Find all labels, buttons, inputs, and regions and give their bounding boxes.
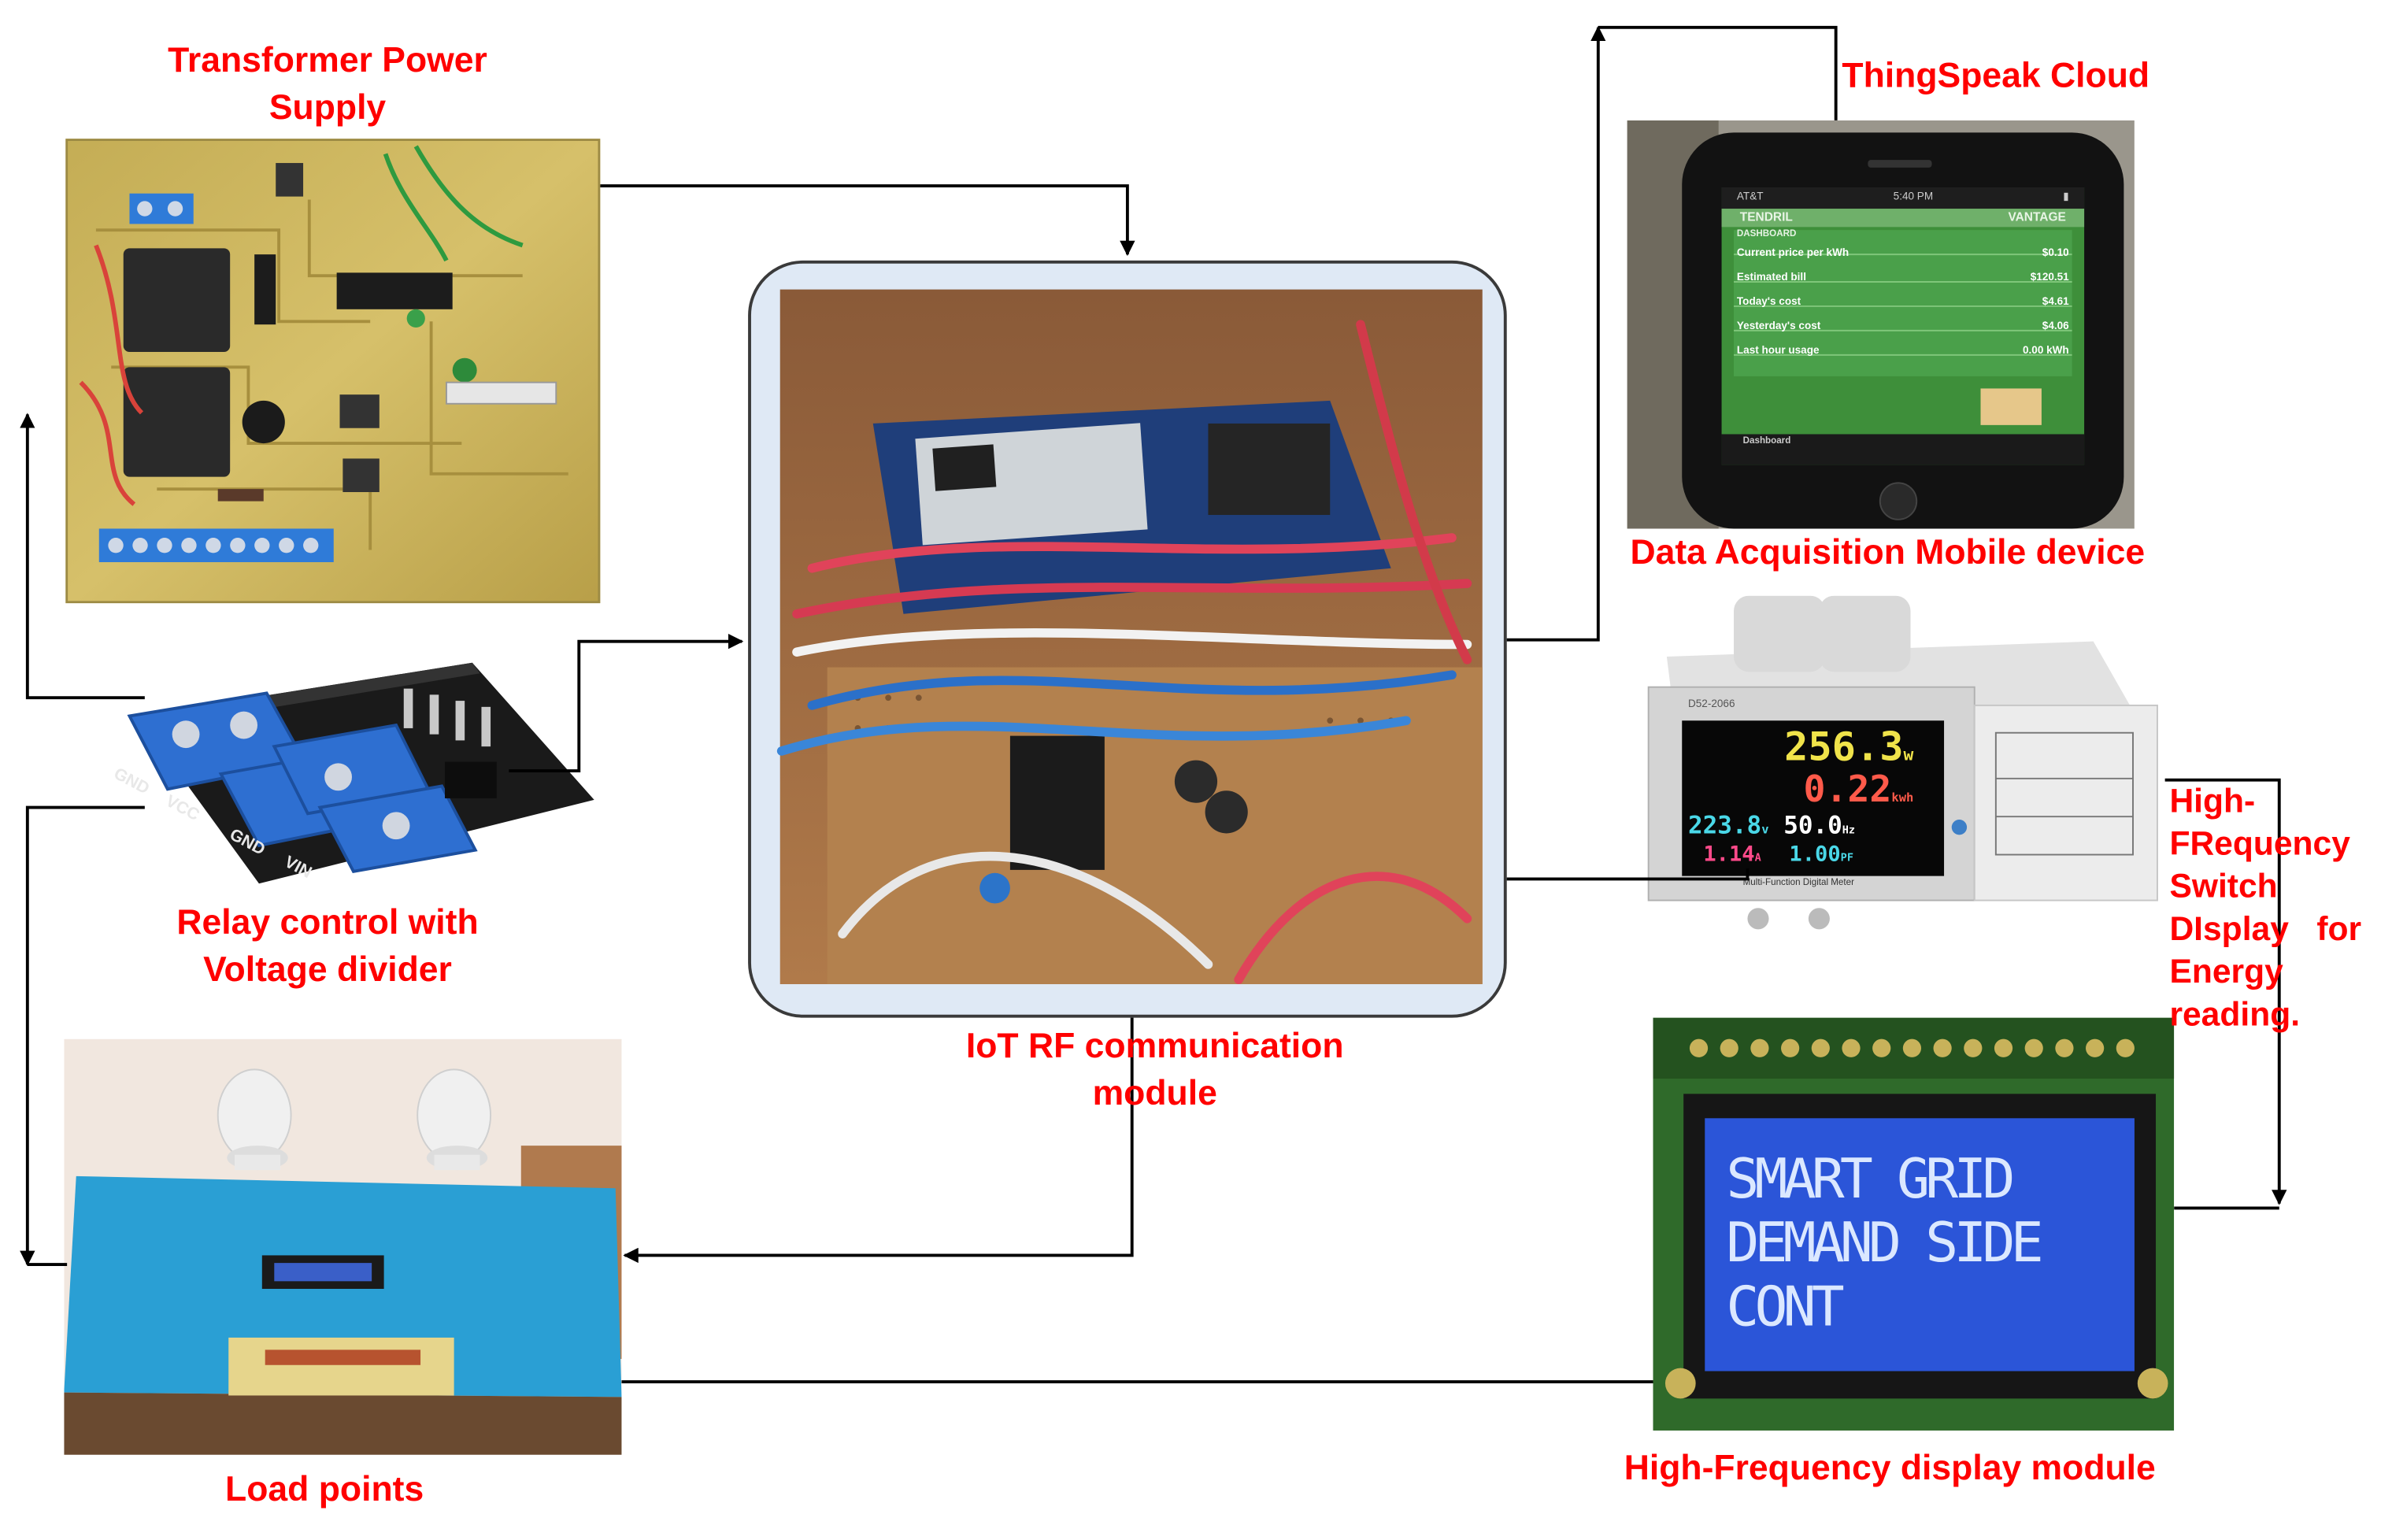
mobile-label: Data Acquisition Mobile device — [1630, 531, 2146, 572]
app-header: TENDRIL VANTAGE — [1727, 209, 2078, 227]
relay-label: Relay control with Voltage divider — [91, 899, 564, 994]
transformer-label: Transformer Power Supply — [91, 36, 564, 131]
high-frequency-display-photo: SMART GRID DEMAND SIDE CONT — [1653, 1017, 2175, 1431]
dashboard-row-value: 0.00 kWh — [2022, 346, 2069, 357]
load-points-photo — [64, 1038, 622, 1455]
hf-switch-line: Energy — [2169, 952, 2283, 990]
hf-switch-line: High- — [2169, 781, 2256, 820]
dashboard-row: Last hour usage 0.00 kWh — [1737, 340, 2069, 365]
dashboard-row-label: Yesterday's cost — [1736, 321, 1821, 332]
app-tab: VANTAGE — [2008, 210, 2066, 224]
dashboard-row-value: $0.10 — [2042, 248, 2069, 259]
dashboard-row-label: Today's cost — [1736, 297, 1801, 308]
connector-cloud-top — [1598, 25, 1838, 120]
meter-frequency-unit: Hz — [1842, 824, 1856, 837]
app-title: TENDRIL — [1739, 210, 1793, 224]
meter-current-unit: A — [1754, 851, 1761, 864]
dashboard-row-value: $4.61 — [2042, 297, 2069, 308]
dashboard-row-label: Estimated bill — [1736, 272, 1806, 283]
lcd-line-2: DEMAND SIDE CONT — [1726, 1212, 2043, 1339]
arrow-transformer-to-iot — [600, 184, 1135, 257]
meter-row-3: 223.8v 50.0Hz — [1687, 810, 1856, 844]
load-points-label: Load points — [225, 1468, 424, 1509]
transformer-power-supply-photo — [65, 139, 601, 604]
hf-switch-line: Switch — [2169, 867, 2278, 905]
hf-display-label: High-Frequency display module — [1624, 1447, 2156, 1487]
meter-energy-unit: kwh — [1891, 790, 1914, 805]
lcd-line-1: SMART GRID — [1726, 1148, 2015, 1212]
energy-meter-photo: D52-2066 256.3w 0.22kwh 223.8v 50.0Hz 1.… — [1636, 595, 2165, 942]
battery-icon: ▮ — [2063, 191, 2069, 203]
iot-label: IoT RF communication module — [853, 1022, 1457, 1116]
meter-pf-unit: PF — [1840, 851, 1853, 864]
meter-current-value: 1.14 — [1703, 842, 1755, 868]
iot-label-line2: module — [1092, 1072, 1217, 1112]
meter-row-4: 1.14A 1.00PF — [1703, 842, 1853, 870]
meter-display: 256.3w 0.22kwh 223.8v 50.0Hz 1.14A 1.00P… — [1682, 720, 1944, 876]
clock-label: 5:40 PM — [1893, 191, 1934, 203]
dashboard-row: Current price per kWh $0.10 — [1737, 242, 2069, 267]
meter-power-unit: w — [1903, 745, 1914, 765]
phone-nav-bar: Dashboard — [1742, 437, 1791, 446]
meter-model: D52-2066 — [1687, 699, 1735, 710]
meter-pf-value: 1.00 — [1789, 842, 1841, 868]
relay-label-line2: Voltage divider — [203, 949, 452, 989]
phone-status-bar: AT&T 5:40 PM ▮ — [1727, 187, 2078, 209]
dashboard-row-label: Current price per kWh — [1736, 248, 1850, 259]
dashboard-row-label: Last hour usage — [1736, 346, 1820, 357]
data-acquisition-mobile-photo: AT&T 5:40 PM ▮ TENDRIL VANTAGE DASHBOARD… — [1627, 120, 2135, 529]
dashboard-row-value: $4.06 — [2042, 321, 2069, 332]
meter-caption: Multi-Function Digital Meter — [1742, 879, 1854, 889]
meter-power-row: 256.3w — [1784, 727, 1913, 777]
dashboard-row-value: $120.51 — [2030, 272, 2069, 283]
meter-voltage-unit: v — [1761, 822, 1769, 837]
lcd-screen: SMART GRID DEMAND SIDE CONT — [1726, 1149, 2122, 1341]
thingspeak-label: ThingSpeak Cloud — [1842, 54, 2150, 94]
hf-switch-line: reading. — [2169, 994, 2301, 1033]
meter-energy-value: 0.22 — [1803, 768, 1892, 811]
meter-frequency-value: 50.0 — [1783, 810, 1842, 840]
arrow-iot-to-cloud — [1506, 25, 1606, 642]
phone-screen: AT&T 5:40 PM ▮ TENDRIL VANTAGE DASHBOARD… — [1727, 187, 2078, 446]
meter-voltage-value: 223.8 — [1687, 810, 1762, 840]
dashboard-row: Today's cost $4.61 — [1737, 291, 2069, 316]
terminal-label: GND — [111, 764, 153, 798]
hf-switch-label: High- FRequency Switch DIsplay for Energ… — [2169, 780, 2361, 1036]
relay-control-board-photo: GND VCC GND VIN — [91, 655, 602, 899]
hf-switch-line: FRequency — [2169, 824, 2350, 863]
relay-label-line1: Relay control with — [176, 901, 479, 942]
iot-rf-module-frame — [748, 260, 1507, 1018]
meter-energy-row: 0.22kwh — [1804, 769, 1914, 818]
iot-label-line1: IoT RF communication — [965, 1025, 1344, 1065]
transformer-label-line2: Supply — [268, 87, 387, 127]
carrier-label: AT&T — [1736, 191, 1764, 203]
meter-power-value: 256.3 — [1784, 725, 1904, 772]
dashboard-row: Estimated bill $120.51 — [1737, 267, 2069, 291]
dashboard-section: DASHBOARD — [1736, 230, 1797, 239]
dashboard-row: Yesterday's cost $4.06 — [1737, 316, 2069, 340]
transformer-label-line1: Transformer Power — [168, 39, 487, 80]
hf-switch-line: DIsplay for — [2169, 909, 2362, 948]
